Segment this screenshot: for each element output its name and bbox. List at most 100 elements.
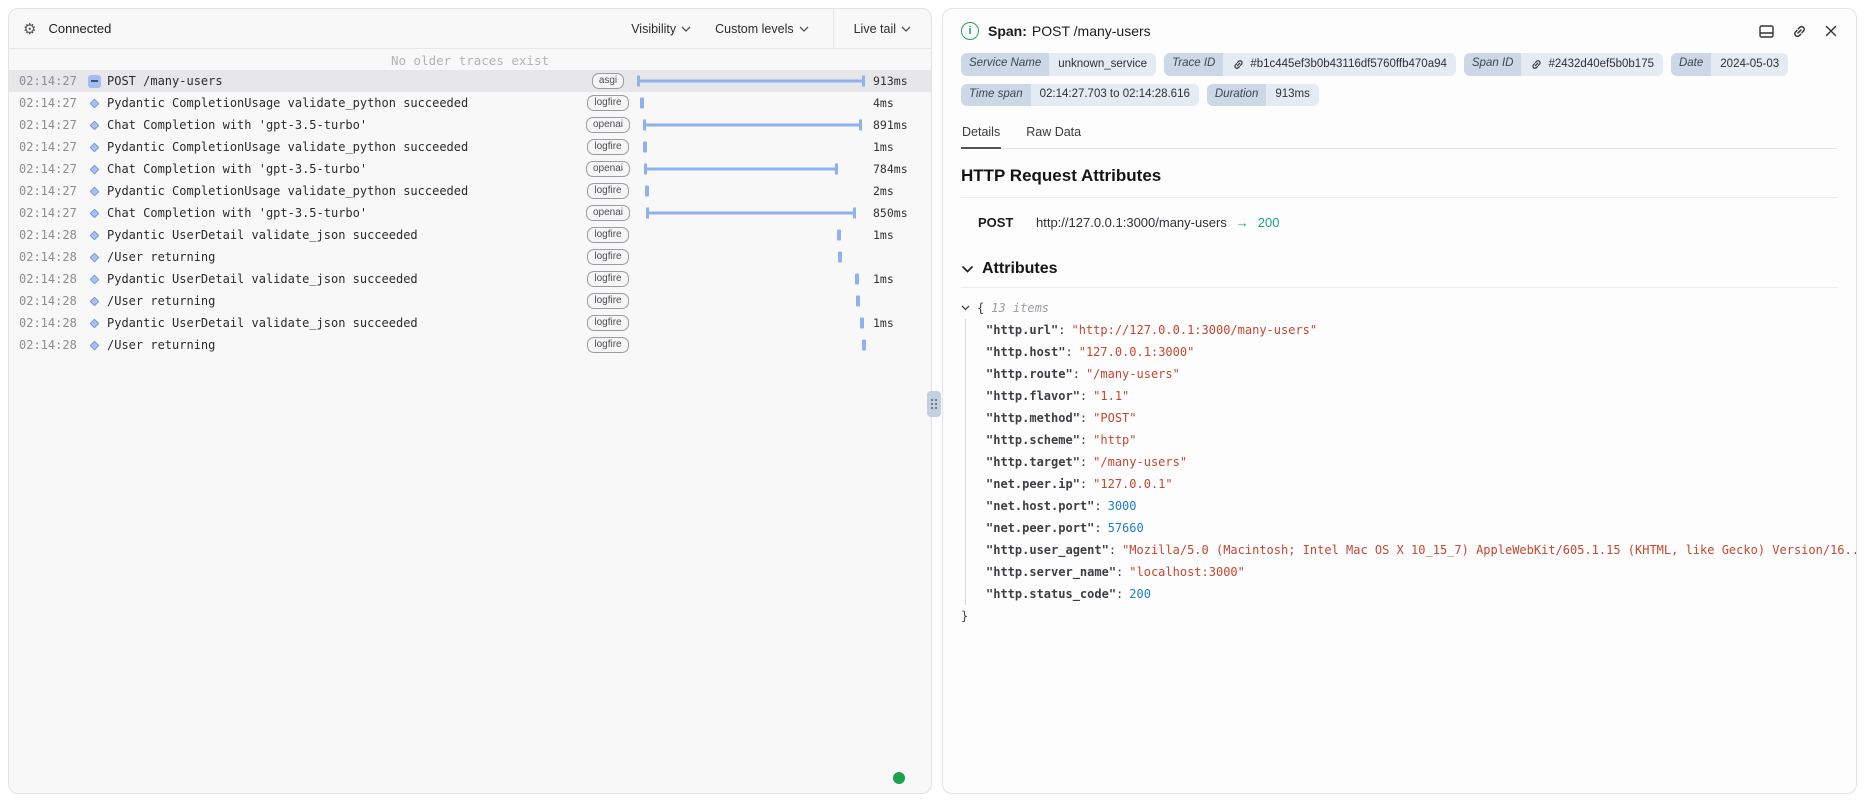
trace-row-duration: 2ms	[873, 184, 894, 198]
badge-value-text: #2432d40ef5b0b175	[1548, 57, 1654, 70]
diamond-icon[interactable]	[81, 120, 107, 130]
badge-trace-id: Trace ID#b1c445ef3b0b43116df5760ffb470a9…	[1164, 53, 1456, 76]
close-icon[interactable]	[1824, 24, 1838, 38]
badge-value[interactable]: #2432d40ef5b0b175	[1521, 53, 1663, 76]
diamond-icon[interactable]	[81, 230, 107, 240]
tag-pill: asgi	[591, 72, 625, 90]
diamond-icon[interactable]	[81, 296, 107, 306]
duration-bar-track	[637, 70, 865, 92]
link-icon[interactable]	[1791, 23, 1808, 40]
diamond-icon[interactable]	[81, 142, 107, 152]
duration-mark	[642, 141, 647, 153]
http-request-summary: POST http://127.0.0.1:3000/many-users → …	[961, 215, 1838, 230]
dock-panel-icon[interactable]	[1758, 23, 1775, 40]
tag-pill: logfire	[587, 138, 629, 156]
attributes-section-toggle[interactable]: Attributes	[961, 260, 1838, 288]
trace-row-name: /User returning	[107, 338, 216, 352]
collapse-toggle-icon[interactable]	[961, 305, 970, 311]
trace-panel-header: ⚙ Connected Visibility Custom levels Liv…	[9, 9, 931, 49]
visibility-dropdown[interactable]: Visibility	[631, 22, 691, 36]
trace-panel: ⚙ Connected Visibility Custom levels Liv…	[8, 8, 932, 794]
badge-label: Duration	[1206, 84, 1267, 106]
custom-levels-label: Custom levels	[715, 21, 794, 36]
trace-row-name: POST /many-users	[107, 74, 223, 88]
json-key: "net.host.port"	[986, 498, 1095, 513]
diamond-icon[interactable]	[81, 164, 107, 174]
json-attribute-line: "http.method":"POST"	[986, 410, 1137, 425]
trace-row-duration: 1ms	[873, 140, 894, 154]
diamond-icon[interactable]	[81, 208, 107, 218]
badge-span-id: Span ID #2432d40ef5b0b175	[1463, 53, 1663, 76]
tag-pill: logfire	[587, 182, 629, 200]
json-string-value: "127.0.0.1"	[1093, 476, 1173, 491]
trace-row-name: Chat Completion with 'gpt-3.5-turbo'	[107, 162, 368, 176]
badge-value: unknown_service	[1049, 53, 1157, 76]
duration-bar-track	[637, 114, 865, 136]
trace-row-time: 02:14:27	[19, 206, 77, 220]
trace-row-duration: 1ms	[873, 316, 894, 330]
trace-row-tag: logfire	[583, 138, 633, 156]
trace-row-time: 02:14:28	[19, 250, 77, 264]
json-key: "http.server_name"	[986, 564, 1117, 579]
badge-value-text: 913ms	[1275, 88, 1310, 100]
json-key: "http.status_code"	[986, 586, 1117, 601]
duration-mark	[640, 97, 645, 109]
json-key: "http.user_agent"	[986, 542, 1109, 557]
trace-row-name: Pydantic UserDetail validate_json succee…	[107, 272, 418, 286]
settings-gear-icon[interactable]: ⚙	[23, 20, 37, 38]
trace-row-time: 02:14:27	[19, 118, 77, 132]
diamond-icon[interactable]	[81, 318, 107, 328]
panel-resize-handle[interactable]	[927, 391, 941, 417]
arrow-right-icon: →	[1235, 214, 1249, 230]
chevron-down-icon	[901, 26, 911, 32]
tag-pill: logfire	[587, 226, 629, 244]
custom-levels-dropdown[interactable]: Custom levels	[715, 22, 809, 36]
badge-value[interactable]: #b1c445ef3b0b43116df5760ffb470a94	[1223, 53, 1456, 76]
json-key: "http.url"	[986, 322, 1059, 337]
json-key: "net.peer.ip"	[986, 476, 1080, 491]
json-number-value: 200	[1129, 586, 1151, 601]
diamond-icon[interactable]	[81, 98, 107, 108]
live-tail-dropdown[interactable]: Live tail	[854, 22, 911, 36]
badge-label: Span ID	[1463, 53, 1522, 76]
badge-label: Trace ID	[1164, 53, 1224, 76]
duration-bar-track	[637, 92, 865, 114]
json-string-value: "127.0.0.1:3000"	[1078, 344, 1195, 359]
duration-bar-track	[637, 268, 865, 290]
info-icon: i	[961, 22, 979, 40]
badge-value-text: 2024-05-03	[1720, 57, 1780, 70]
duration-bar	[643, 167, 838, 171]
collapse-toggle-icon[interactable]	[81, 74, 107, 88]
tab-raw-data[interactable]: Raw Data	[1026, 124, 1082, 139]
duration-bar-track	[637, 158, 865, 180]
diamond-icon[interactable]	[81, 252, 107, 262]
json-string-value: "http"	[1093, 432, 1137, 447]
duration-mark	[860, 317, 865, 329]
trace-row-time: 02:14:28	[19, 316, 77, 330]
diamond-icon[interactable]	[81, 186, 107, 196]
tag-pill: openai	[585, 204, 631, 222]
span-title: Span:POST /many-users	[988, 23, 1151, 39]
diamond-icon[interactable]	[81, 274, 107, 284]
duration-mark	[861, 339, 866, 351]
json-attribute-line: "net.host.port":3000	[986, 498, 1137, 513]
diamond-icon[interactable]	[81, 340, 107, 350]
json-key: "http.method"	[986, 410, 1080, 425]
tab-details[interactable]: Details	[961, 119, 1002, 149]
json-string-value: "/many-users"	[1093, 454, 1188, 469]
